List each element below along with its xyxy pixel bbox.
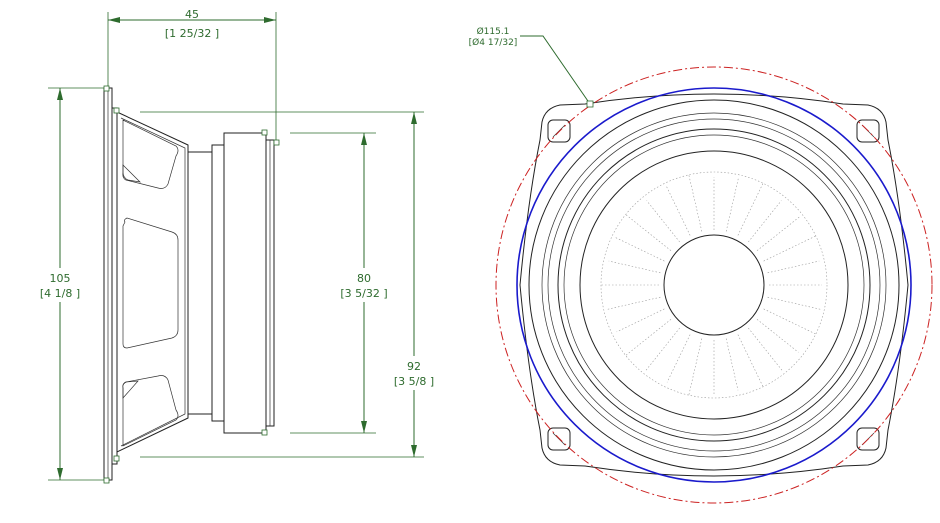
dimension-overall-height: 105 [4 1/8 ] bbox=[36, 87, 104, 481]
frame-outline bbox=[519, 93, 909, 477]
cone-ribs bbox=[600, 173, 823, 397]
flange-lip bbox=[111, 107, 118, 465]
cone-rib bbox=[616, 308, 665, 333]
baffle-value: 92 bbox=[407, 360, 421, 373]
overall-height-value: 105 bbox=[50, 272, 71, 285]
side-view bbox=[103, 85, 280, 484]
cone-rib bbox=[756, 319, 799, 353]
basket-window-top bbox=[122, 119, 179, 189]
front-plate bbox=[211, 144, 225, 422]
cone-rib bbox=[646, 200, 680, 243]
cutout-circle bbox=[495, 66, 933, 504]
cone-rib bbox=[688, 338, 703, 397]
front-view bbox=[495, 66, 933, 504]
basket-outline bbox=[116, 111, 189, 453]
cutout-imperial: [Ø4 17/32] bbox=[469, 37, 518, 48]
cone-rib bbox=[624, 213, 672, 251]
basket-neck bbox=[187, 151, 213, 415]
cone-rib bbox=[763, 308, 817, 335]
cutout-value: Ø115.1 bbox=[477, 26, 510, 37]
dimension-depth: 45 [1 25/32 ] bbox=[107, 8, 277, 140]
cone-rib bbox=[725, 338, 739, 391]
cone-rib bbox=[688, 173, 703, 232]
cone-rib bbox=[665, 184, 691, 236]
cone-rib bbox=[605, 296, 661, 310]
cone-rib bbox=[737, 182, 764, 236]
cone-rib bbox=[613, 236, 665, 262]
cone-rib bbox=[748, 200, 782, 243]
surround-edge-circle bbox=[516, 87, 912, 483]
dimension-cutout: Ø115.1 [Ø4 17/32] bbox=[469, 26, 594, 108]
depth-imperial: [1 25/32 ] bbox=[165, 27, 219, 40]
cone-rib bbox=[725, 176, 739, 232]
cone-rib bbox=[624, 319, 672, 357]
cone-rib bbox=[767, 260, 820, 274]
cone-outer bbox=[557, 128, 871, 442]
surround bbox=[528, 99, 900, 471]
depth-value: 45 bbox=[185, 8, 199, 21]
magnet bbox=[223, 132, 267, 434]
cone-rib bbox=[608, 260, 661, 274]
cone-rib bbox=[644, 327, 680, 372]
magnet-imperial: [3 5/32 ] bbox=[340, 287, 387, 300]
dimension-baffle: 92 [3 5/8 ] bbox=[140, 111, 440, 458]
cone-rib bbox=[666, 334, 691, 383]
dust-cap bbox=[663, 234, 765, 336]
basket-window-bottom bbox=[122, 375, 179, 447]
basket-window-middle bbox=[122, 217, 179, 349]
cone-rib bbox=[748, 327, 784, 372]
baffle-imperial: [3 5/8 ] bbox=[394, 375, 434, 388]
dimension-magnet: 80 [3 5/32 ] bbox=[290, 132, 390, 434]
cone-rib bbox=[763, 235, 817, 262]
cone-rib bbox=[737, 334, 764, 388]
cone-rib bbox=[756, 215, 801, 251]
overall-height-imperial: [4 1/8 ] bbox=[40, 287, 80, 300]
cone-rib bbox=[767, 296, 823, 310]
magnet-value: 80 bbox=[357, 272, 371, 285]
cone-body bbox=[579, 150, 849, 420]
